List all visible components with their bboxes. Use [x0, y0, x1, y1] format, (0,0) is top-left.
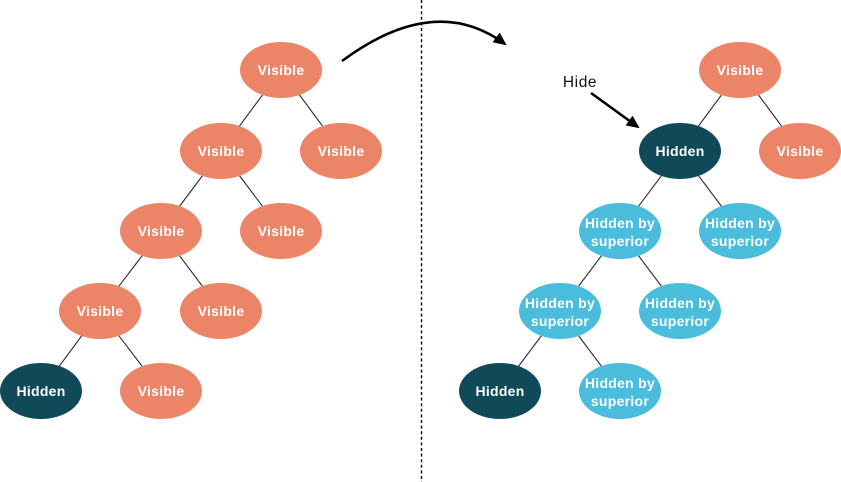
node-ellipse [579, 203, 661, 259]
tree-node-visible: Visible [300, 123, 382, 179]
node-label-line1: Hidden by [645, 295, 715, 311]
node-label: Visible [318, 143, 365, 159]
node-ellipse [639, 123, 721, 179]
hide-annotation: Hide [563, 74, 640, 129]
node-label: Hidden [16, 383, 65, 399]
node-ellipse [759, 123, 841, 179]
tree-node-visible: Visible [240, 203, 322, 259]
node-label-line2: superior [591, 233, 650, 249]
tree-node-visible: Visible [120, 363, 202, 419]
node-ellipse [519, 283, 601, 339]
hide-arrow [590, 91, 640, 129]
node-ellipse [240, 203, 322, 259]
node-label: Visible [258, 62, 305, 78]
tree-node-visible: Visible [699, 42, 781, 98]
tree-node-visible: Visible [120, 203, 202, 259]
tree-node-hidden: Hidden [459, 363, 541, 419]
node-ellipse [300, 123, 382, 179]
node-ellipse [699, 203, 781, 259]
node-ellipse [579, 363, 661, 419]
node-ellipse [120, 363, 202, 419]
node-ellipse [459, 363, 541, 419]
node-label-line1: Hidden by [585, 375, 655, 391]
tree-node-hidden-by-superior: Hidden by superior [699, 203, 781, 259]
tree-node-hidden-by-superior: Hidden by superior [579, 203, 661, 259]
tree-node-hidden: Hidden [0, 363, 82, 419]
hide-label: Hide [563, 74, 597, 91]
node-ellipse [59, 283, 141, 339]
tree-node-hidden-by-superior: Hidden by superior [639, 283, 721, 339]
tree-node-hidden-by-superior: Hidden by superior [519, 283, 601, 339]
tree-node-hidden-by-superior: Hidden by superior [579, 363, 661, 419]
after-tree: Visible Hidden Visible Hidden by superio… [459, 42, 841, 419]
node-ellipse [699, 42, 781, 98]
node-label: Visible [138, 383, 185, 399]
node-label-line2: superior [651, 313, 710, 329]
node-label: Visible [77, 303, 124, 319]
node-ellipse [120, 203, 202, 259]
node-label-line1: Hidden by [585, 215, 655, 231]
node-label: Visible [258, 223, 305, 239]
node-ellipse [639, 283, 721, 339]
node-label-line2: superior [711, 233, 770, 249]
node-label: Visible [717, 62, 764, 78]
node-label: Visible [777, 143, 824, 159]
transform-arrow [341, 20, 507, 63]
tree-node-visible: Visible [59, 283, 141, 339]
node-ellipse [240, 42, 322, 98]
node-label: Visible [138, 223, 185, 239]
node-label: Visible [198, 143, 245, 159]
node-ellipse [0, 363, 82, 419]
node-label-line2: superior [531, 313, 590, 329]
tree-node-visible: Visible [180, 123, 262, 179]
node-ellipse [180, 123, 262, 179]
tree-node-visible: Visible [240, 42, 322, 98]
node-label-line1: Hidden by [705, 215, 775, 231]
tree-node-visible: Visible [759, 123, 841, 179]
node-label: Hidden [475, 383, 524, 399]
before-tree: Visible Visible Visible Visible Visible … [0, 42, 382, 419]
tree-node-visible: Visible [180, 283, 262, 339]
node-label-line2: superior [591, 393, 650, 409]
node-label-line1: Hidden by [525, 295, 595, 311]
node-ellipse [180, 283, 262, 339]
tree-node-hidden: Hidden [639, 123, 721, 179]
node-label: Visible [198, 303, 245, 319]
node-label: Hidden [655, 143, 704, 159]
